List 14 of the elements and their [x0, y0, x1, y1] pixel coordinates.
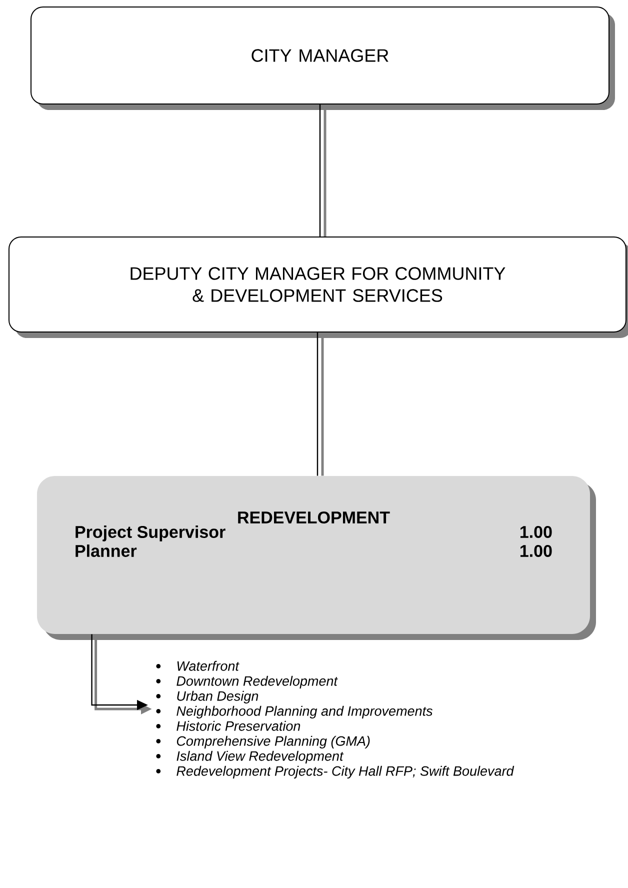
connector-line	[316, 332, 324, 476]
node-label: Redevelopment Projects- City Hall RFP; Swift Boulevard	[176, 766, 514, 778]
node-label: Urban Design	[177, 690, 258, 704]
node-label: Comprehensive Planning (GMA)	[176, 736, 370, 748]
connector-line	[319, 104, 326, 236]
node-label: Downtown Redevelopment	[176, 676, 338, 688]
position-box: CITY MANAGER	[30, 6, 615, 110]
division-box: REDEVELOPMENT Project Supervisor 1.00 Planner 1.00	[37, 476, 596, 640]
node-label: Island View Redevelopment	[176, 750, 344, 764]
node-label: Neighborhood Planning and Improvements	[176, 706, 433, 718]
duty-list: Waterfront Downtown Redevelopment Urban Design Neighborhood Planning and Improvements Historic Preservation Comprehensive Planning (GMA) Island View Redevelopment Redevelopment Projects- City Hall RFP; Swift Boulevard	[156, 660, 514, 778]
node-label: Historic Preservation	[176, 720, 300, 731]
node-label: Waterfront	[177, 660, 240, 671]
position-box: DEPUTY CITY MANAGER FOR COMMUNITY & DEVELOPMENT SERVICES	[8, 236, 628, 338]
